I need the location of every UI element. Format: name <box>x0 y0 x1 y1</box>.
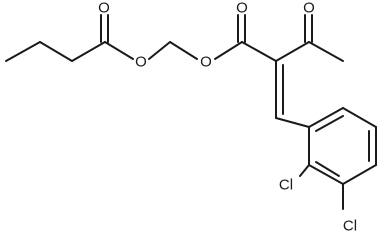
chlorine-meta-label: Cl <box>343 218 357 235</box>
ester-linkage <box>104 41 243 60</box>
bond-ring-cl-ortho <box>299 164 310 177</box>
ring-bond-2 <box>342 107 377 128</box>
bond-o-ch2 <box>148 41 171 60</box>
chlorine-ortho-label: Cl <box>279 177 293 194</box>
bond-c4-o <box>104 41 134 60</box>
acetyl-group <box>241 14 344 62</box>
bond-c3-c4 <box>71 41 106 62</box>
bond-c1-c2 <box>5 41 41 62</box>
ring-bond-1 <box>308 107 344 128</box>
ring-inner-bond-c <box>315 161 340 177</box>
alkene-double-bond <box>275 60 310 128</box>
bond-o-c5 <box>214 41 243 60</box>
ester-oxygen-right-label: O <box>200 54 212 71</box>
bond-c6-c7 <box>275 41 310 62</box>
bond-ch2-o <box>169 41 198 60</box>
carbonyl-oxygen-left-label: O <box>98 0 110 17</box>
ketone-oxygen-label: O <box>303 0 315 17</box>
benzene-ring <box>308 107 377 185</box>
bond-c7-ch3 <box>308 41 344 62</box>
bond-c2-c3 <box>39 41 73 62</box>
bond-c5-c6 <box>241 41 277 62</box>
carbonyl-oxygen-middle-label: O <box>236 0 248 17</box>
ring-bond-5 <box>308 164 344 185</box>
chloro-bonds <box>299 164 344 210</box>
left-carbonyl-double-bond <box>100 14 109 43</box>
ester-oxygen-left-label: O <box>135 54 147 71</box>
ring-bond-4 <box>342 164 377 185</box>
butyl-chain <box>5 41 106 62</box>
ring-inner-bond-a <box>315 115 344 132</box>
middle-carbonyl-double-bond <box>237 14 246 43</box>
bond-c8-ring <box>275 117 310 128</box>
atom-labels: O O O O O Cl Cl <box>98 0 357 235</box>
